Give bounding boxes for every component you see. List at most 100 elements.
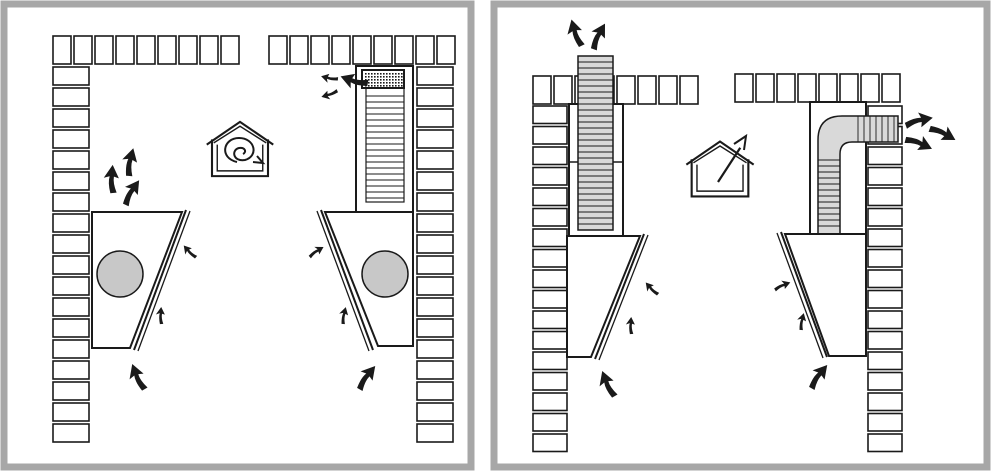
brick-wall-right xyxy=(867,105,903,453)
brick xyxy=(532,269,568,289)
brick xyxy=(867,269,903,289)
brick xyxy=(881,73,901,103)
brick xyxy=(532,371,568,391)
brick xyxy=(532,125,568,145)
brick xyxy=(797,73,817,103)
brick-wall-left xyxy=(52,66,90,443)
brick-wall-top-right xyxy=(734,73,901,103)
brick xyxy=(416,402,454,422)
brick xyxy=(94,35,114,65)
brick xyxy=(199,35,219,65)
brick xyxy=(416,108,454,128)
brick xyxy=(52,402,90,422)
brick xyxy=(52,318,90,338)
hood-left-chimney xyxy=(568,55,624,237)
brick xyxy=(867,433,903,453)
brick xyxy=(52,381,90,401)
brick xyxy=(734,73,754,103)
brick xyxy=(268,35,288,65)
brick xyxy=(52,35,72,65)
brick xyxy=(52,297,90,317)
brick xyxy=(553,75,573,105)
brick xyxy=(52,192,90,212)
brick xyxy=(867,392,903,412)
brick xyxy=(394,35,414,65)
brick xyxy=(416,297,454,317)
brick xyxy=(52,234,90,254)
brick xyxy=(658,75,678,105)
exhaust-duct xyxy=(577,55,614,231)
brick xyxy=(532,207,568,227)
panel-extraction xyxy=(490,0,991,471)
brick xyxy=(416,423,454,443)
hood-right xyxy=(316,209,414,352)
brick xyxy=(532,105,568,125)
brick xyxy=(416,339,454,359)
brick xyxy=(867,310,903,330)
brick xyxy=(860,73,880,103)
brick xyxy=(532,289,568,309)
brick xyxy=(867,187,903,207)
hood-right-chimney xyxy=(809,101,899,235)
brick xyxy=(136,35,156,65)
brick xyxy=(532,166,568,186)
brick xyxy=(416,66,454,86)
fan-icon xyxy=(96,250,144,298)
brick xyxy=(331,35,351,65)
brick xyxy=(52,255,90,275)
brick xyxy=(532,351,568,371)
brick xyxy=(532,330,568,350)
brick xyxy=(532,310,568,330)
brick xyxy=(52,276,90,296)
brick xyxy=(532,228,568,248)
brick xyxy=(532,433,568,453)
brick xyxy=(289,35,309,65)
panel-recirculation xyxy=(0,0,475,471)
brick xyxy=(867,166,903,186)
brick xyxy=(415,35,435,65)
brick xyxy=(220,35,240,65)
brick xyxy=(416,171,454,191)
brick xyxy=(310,35,330,65)
hood-left xyxy=(91,209,191,352)
brick xyxy=(867,351,903,371)
brick-wall-top-left xyxy=(52,35,240,65)
brick xyxy=(867,146,903,166)
hood-right-chimney xyxy=(355,65,414,213)
hood-left xyxy=(566,233,649,361)
brick xyxy=(52,213,90,233)
brick xyxy=(73,35,93,65)
house-recirculation-icon xyxy=(205,120,275,178)
brick xyxy=(373,35,393,65)
brick xyxy=(178,35,198,65)
brick xyxy=(52,66,90,86)
brick xyxy=(416,150,454,170)
brick xyxy=(52,129,90,149)
hood-right xyxy=(776,231,867,359)
brick xyxy=(115,35,135,65)
brick xyxy=(416,381,454,401)
brick xyxy=(532,412,568,432)
brick xyxy=(416,213,454,233)
brick xyxy=(416,255,454,275)
brick xyxy=(616,75,636,105)
brick xyxy=(436,35,456,65)
brick xyxy=(52,423,90,443)
brick xyxy=(839,73,859,103)
brick xyxy=(532,75,552,105)
brick xyxy=(416,276,454,296)
brick xyxy=(52,150,90,170)
brick xyxy=(416,360,454,380)
brick xyxy=(532,187,568,207)
brick xyxy=(867,207,903,227)
brick xyxy=(755,73,775,103)
brick xyxy=(416,129,454,149)
brick xyxy=(352,35,372,65)
brick-wall-right xyxy=(416,66,454,443)
fan-icon xyxy=(361,250,409,298)
brick xyxy=(157,35,177,65)
brick xyxy=(776,73,796,103)
brick xyxy=(867,330,903,350)
brick xyxy=(52,108,90,128)
brick xyxy=(532,146,568,166)
